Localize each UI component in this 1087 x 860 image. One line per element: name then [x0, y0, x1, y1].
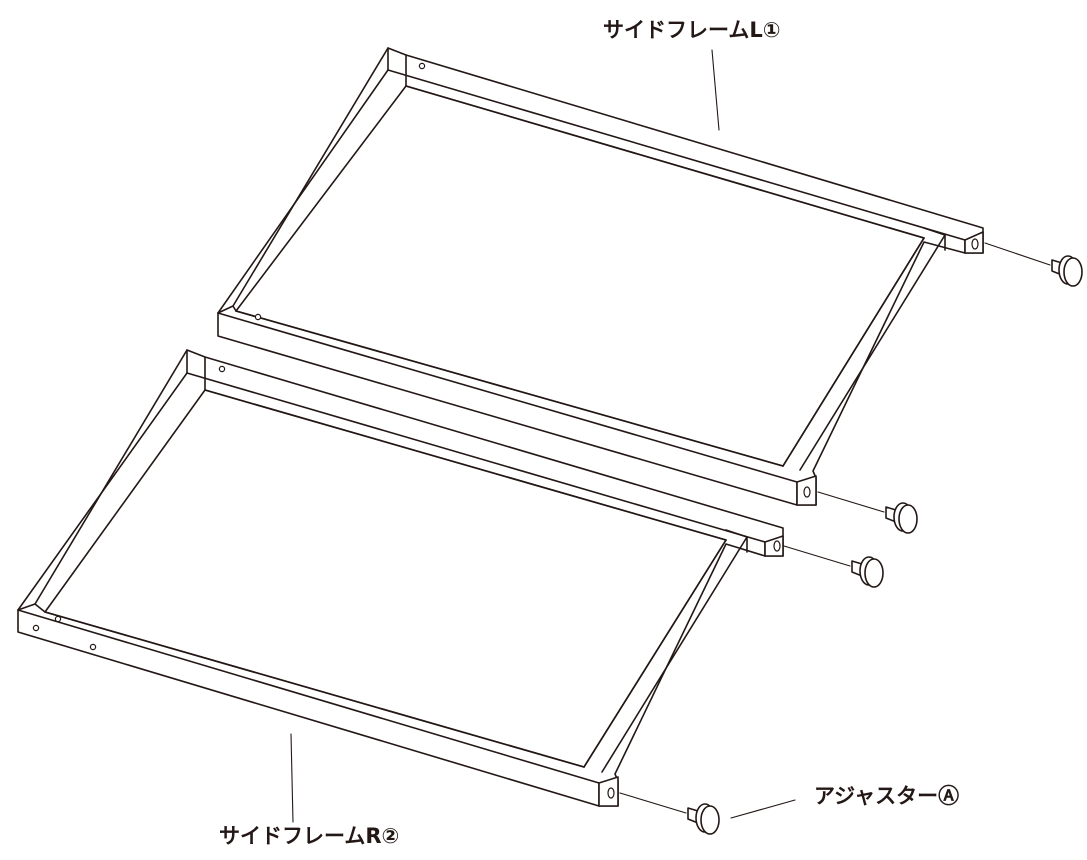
- leader-line-side-frame-r: [290, 733, 294, 823]
- side-frame-r: [17, 349, 784, 807]
- adjuster-2: [817, 491, 918, 534]
- leader-line-adjuster: [730, 799, 796, 819]
- side-frame-l: [217, 47, 984, 506]
- label-side-frame-r: サイドフレームR②: [219, 824, 400, 848]
- label-adjuster: アジャスターⒶ: [814, 784, 960, 808]
- label-side-frame-l: サイドフレームL①: [603, 18, 781, 42]
- adjuster-4: [619, 792, 720, 835]
- adjuster-1: [984, 242, 1083, 287]
- leader-line-side-frame-l: [711, 49, 720, 131]
- adjuster-3: [783, 545, 884, 588]
